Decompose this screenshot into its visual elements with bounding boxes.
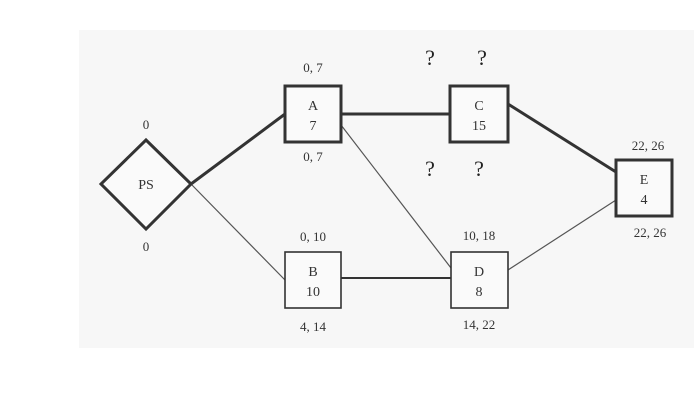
node-c-box [448,84,510,144]
ps-bottom-label: 0 [143,239,150,254]
node-a-duration: 7 [310,119,317,134]
e-bottom-label: 22, 26 [634,225,667,240]
a-bottom-label: 0, 7 [303,149,323,164]
node-e-duration: 4 [641,193,648,208]
node-b-name: B [308,265,317,280]
node-a-box [283,84,343,144]
edge-a-d [340,124,452,269]
edge-ps-b [190,183,286,281]
node-c-duration: 15 [472,119,486,134]
node-d-duration: 8 [476,285,483,300]
d-top-label: 10, 18 [463,228,496,243]
ps-top-label: 0 [143,117,150,132]
a-top-label: 0, 7 [303,60,323,75]
b-top-label: 0, 10 [300,229,326,244]
edge-ps-a [190,112,286,186]
node-c-name: C [474,99,483,114]
c-bottom-left-unknown: ? [425,156,435,181]
node-d-name: D [474,265,484,280]
edge-d-e [507,199,617,271]
node-b-box [284,251,342,309]
node-e-name: E [640,173,649,188]
c-top-left-unknown: ? [425,45,435,70]
node-e-box [614,158,674,218]
node-a-name: A [308,99,319,114]
node-d-box [450,251,509,309]
edge-c-e [507,102,617,174]
b-bottom-label: 4, 14 [300,319,327,334]
e-top-label: 22, 26 [632,138,665,153]
c-top-right-unknown: ? [477,45,487,70]
node-b-duration: 10 [306,285,320,300]
node-ps-label: PS [138,178,154,193]
d-bottom-label: 14, 22 [463,317,496,332]
c-bottom-right-unknown: ? [474,156,484,181]
node-ps-diamond [98,137,194,232]
